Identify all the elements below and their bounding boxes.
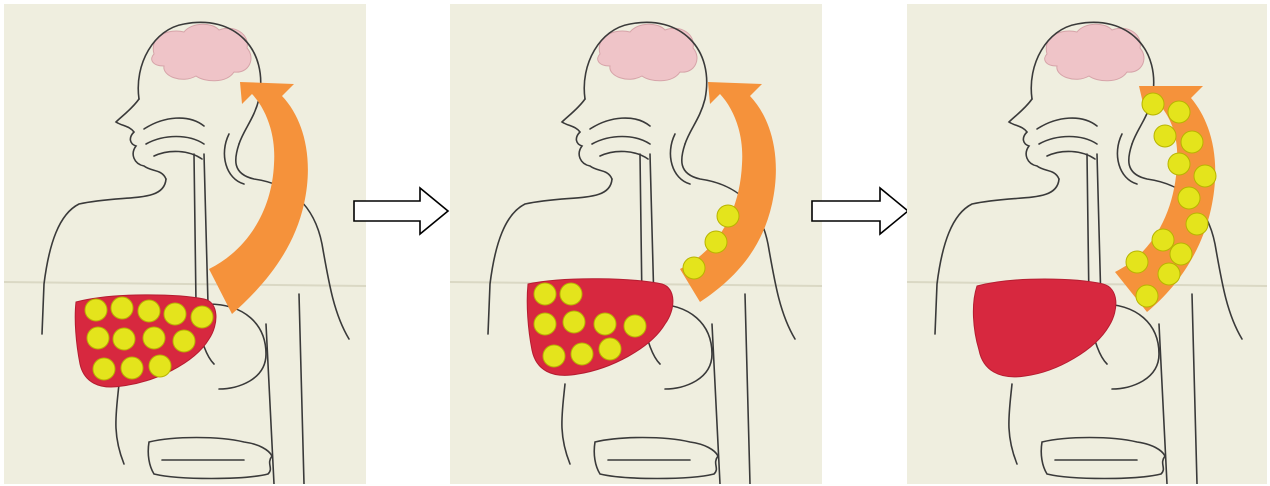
panel-stage-1 <box>4 4 366 484</box>
panel-stage-2 <box>450 4 822 484</box>
panel-stage-3 <box>907 4 1267 484</box>
right-arrow-icon <box>352 185 450 241</box>
right-arrow-icon <box>810 185 910 241</box>
